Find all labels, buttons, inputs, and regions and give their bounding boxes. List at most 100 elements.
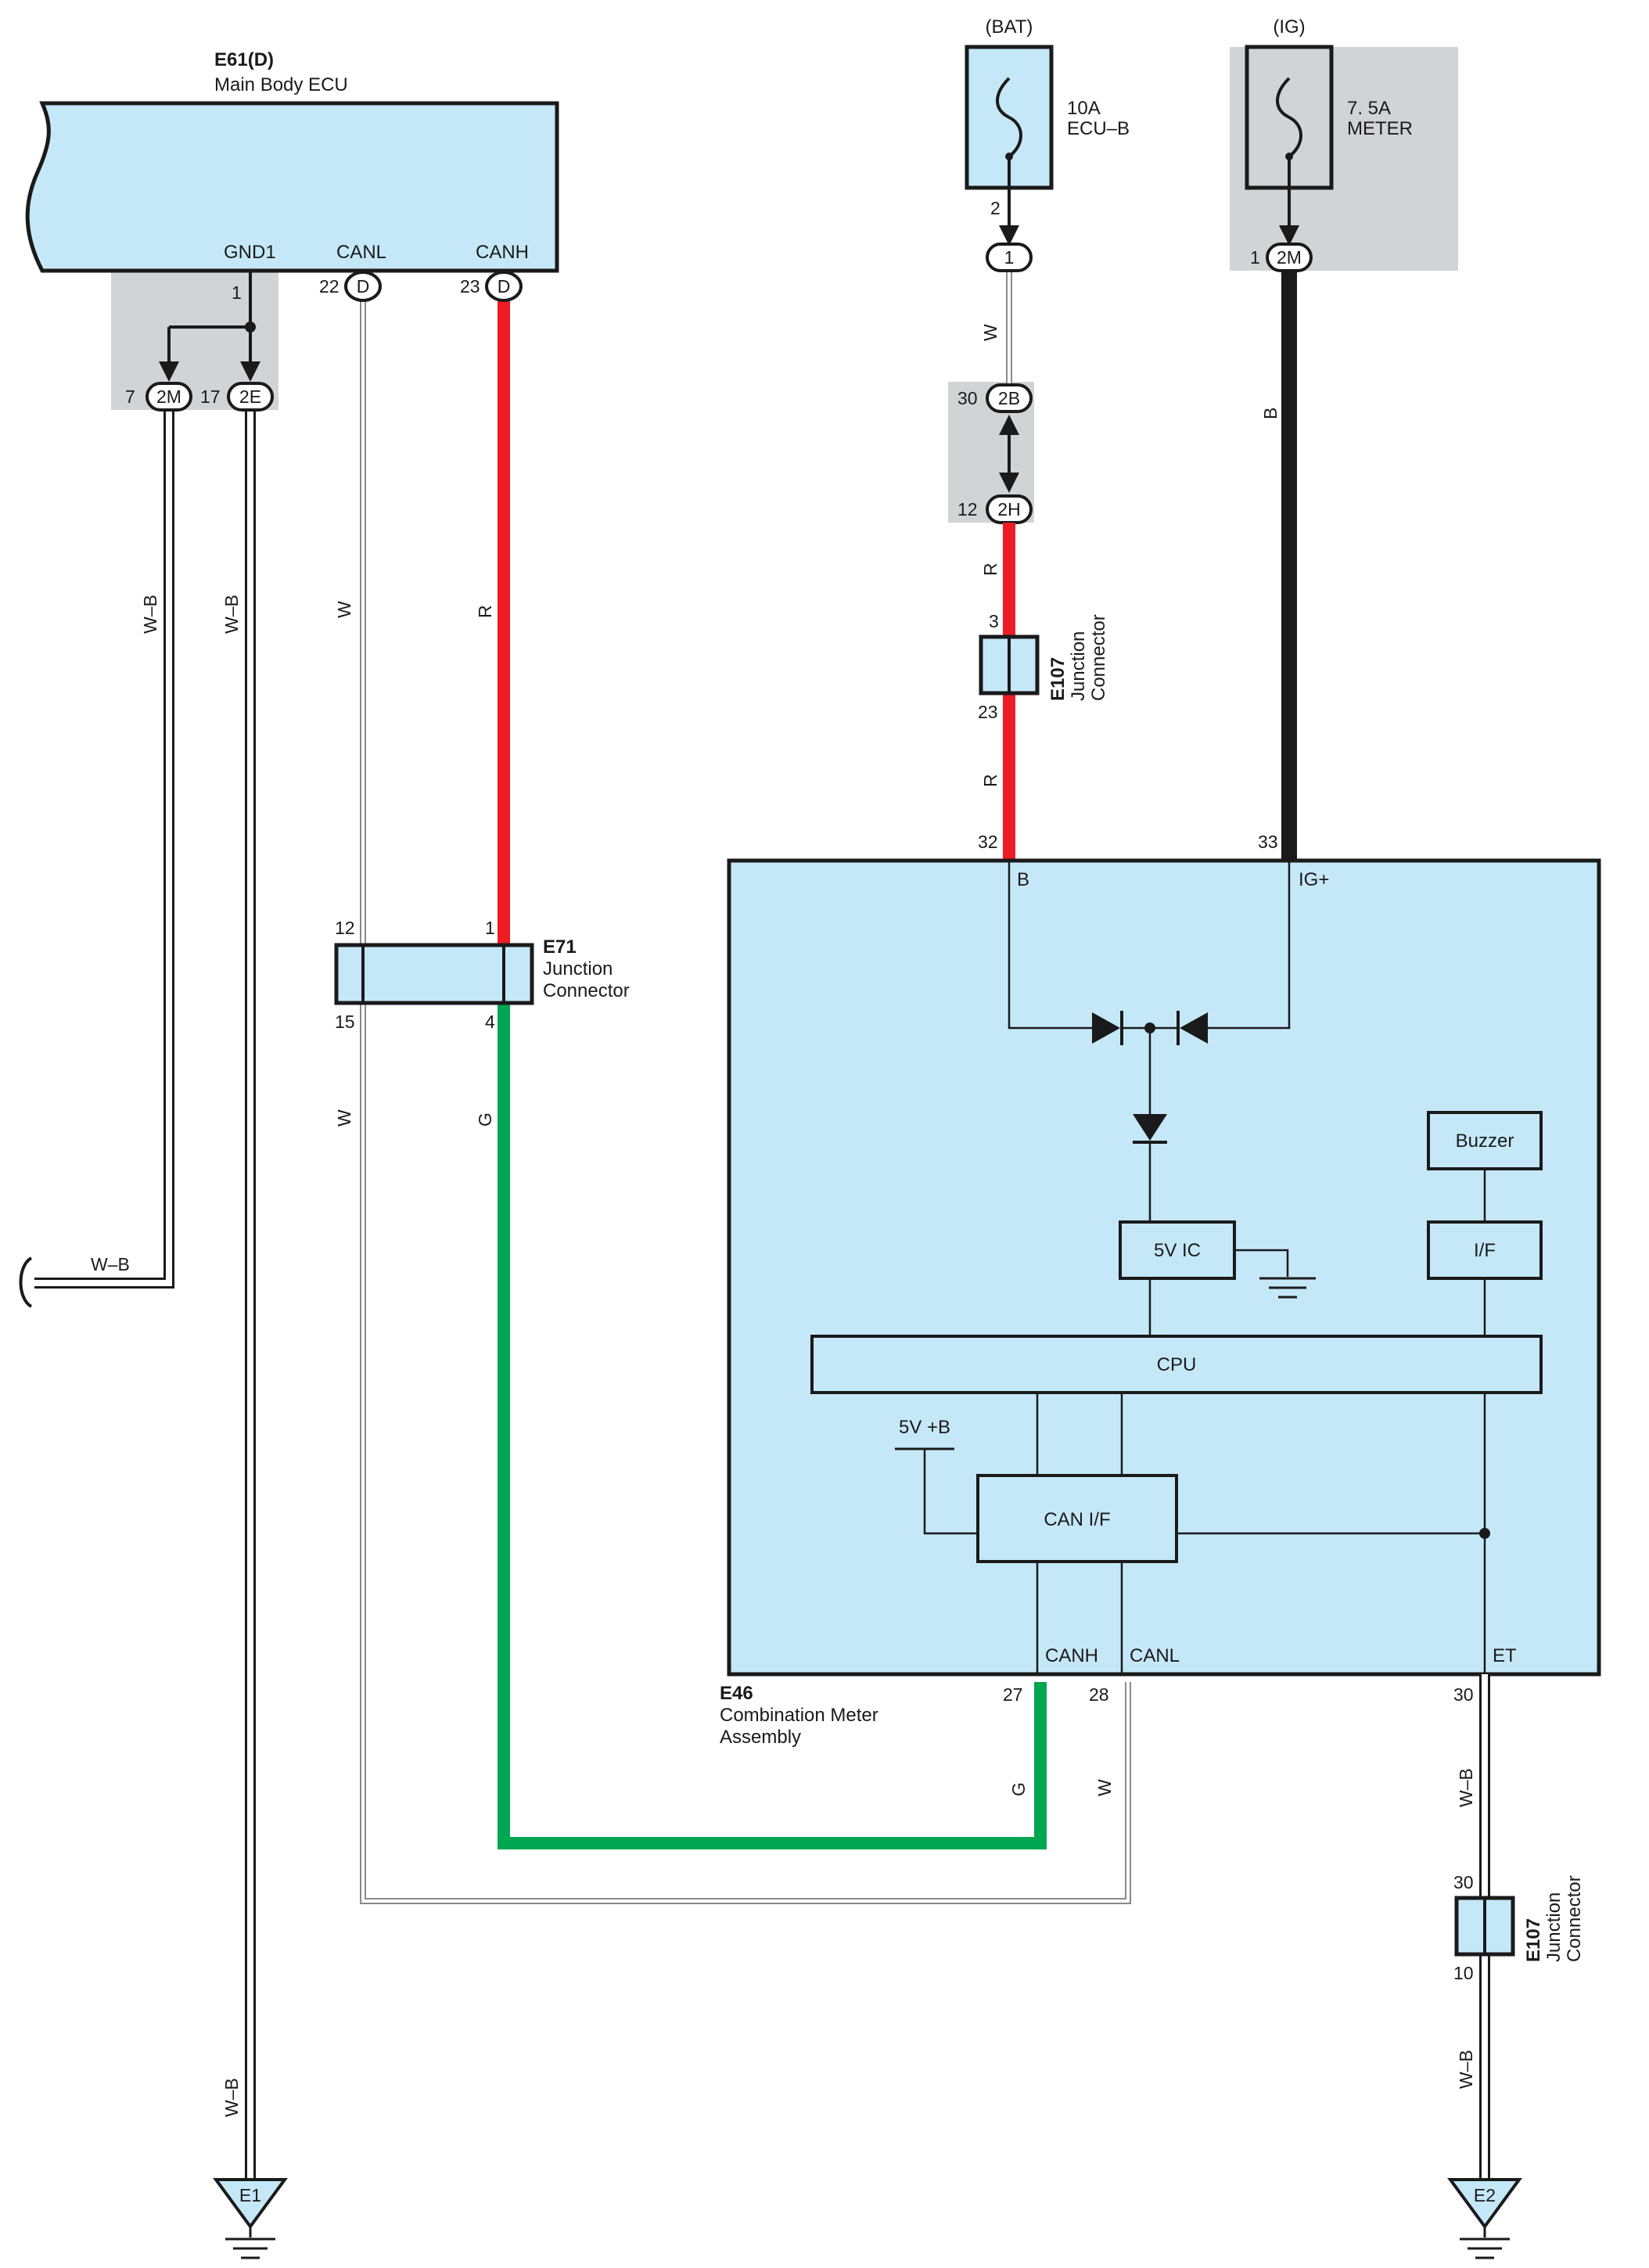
e71-code-label: E71 — [543, 936, 577, 958]
arrow-down-icon — [159, 361, 179, 382]
pin-number-23: 23 — [460, 276, 480, 297]
e46-ig-pin-label: IG+ — [1299, 869, 1329, 890]
pin-number-17: 17 — [200, 386, 221, 407]
wire-color-g: G — [475, 1112, 495, 1127]
internal-b-line — [1008, 861, 1092, 1030]
pin-number-30: 30 — [957, 388, 978, 408]
connector-2m — [146, 382, 192, 412]
fuse-icon — [1276, 77, 1302, 158]
e46-line1-label: Combination Meter — [720, 1705, 878, 1726]
pin-number-22: 22 — [319, 276, 340, 297]
connector-d-pin23 — [485, 271, 523, 302]
connector-2m-label: 2M — [1277, 247, 1302, 268]
block-can-if-label: CAN I/F — [1044, 1509, 1110, 1530]
e61-name-label: Main Body ECU — [214, 74, 348, 95]
block-buzzer-label: Buzzer — [1456, 1130, 1514, 1152]
ground-e1-icon — [213, 2178, 288, 2230]
pin-number-27: 27 — [1003, 1684, 1023, 1705]
e71-junction-connector — [334, 943, 534, 1005]
e46-b-pin-label: B — [1017, 869, 1029, 890]
wire-color-wb: W–B — [140, 595, 160, 634]
pin-number-23: 23 — [978, 702, 998, 722]
wire-canl-white-inner — [361, 294, 1130, 1903]
wire-color-w: W — [1094, 1779, 1115, 1796]
e61-code-label: E61(D) — [214, 49, 274, 70]
e61-main-body-ecu-box — [25, 101, 559, 273]
pin-number-2: 2 — [990, 198, 1001, 218]
wire-color-b: B — [1260, 408, 1281, 419]
wire-color-wb: W–B — [1456, 2050, 1476, 2089]
wire-color-w: W — [334, 601, 354, 618]
internal-ig-line — [1205, 861, 1291, 1030]
source-ig-label: (IG) — [1273, 16, 1305, 38]
e46-canl-pin-label: CANL — [1130, 1645, 1180, 1666]
source-bat-label: (BAT) — [986, 16, 1033, 38]
wire-color-wb: W–B — [221, 595, 242, 634]
e107-code-label: E107 — [1047, 657, 1069, 701]
arrow-down-icon — [240, 361, 260, 382]
connector-2m-label: 2M — [156, 386, 181, 407]
pin-number-28: 28 — [1089, 1684, 1109, 1705]
pin-number-1: 1 — [1250, 247, 1260, 268]
wire-wb-inner — [34, 407, 172, 1286]
e61-canh-pin-label: CANH — [476, 242, 529, 263]
e46-canh-pin-label: CANH — [1045, 1645, 1098, 1666]
e71-line1-label: Junction — [543, 958, 613, 979]
connector-1-label: 1 — [1004, 247, 1015, 268]
block-if — [1427, 1220, 1543, 1280]
connector-2h-label: 2H — [997, 499, 1020, 519]
wire-wb-outer — [34, 407, 174, 1289]
connector-2e-label: 2E — [239, 386, 261, 407]
e46-code-label: E46 — [720, 1683, 753, 1704]
pin-number-12: 12 — [957, 499, 978, 519]
e107-code-label: E107 — [1523, 1918, 1544, 1962]
connector-2m-ig — [1266, 243, 1313, 272]
e107-line2-label: Connector — [1088, 614, 1109, 701]
block-5v-ic-label: 5V IC — [1154, 1240, 1201, 1261]
ground-e1-label: E1 — [239, 2185, 261, 2205]
block-buzzer — [1427, 1111, 1543, 1170]
e107-line1-label: Junction — [1068, 631, 1089, 701]
connector-d-label: D — [498, 276, 511, 297]
connector-d-pin22 — [344, 271, 382, 302]
pin-number-7: 7 — [125, 386, 135, 407]
ic-ground-line — [1234, 1249, 1289, 1277]
connector-1 — [986, 243, 1033, 272]
connector-2e — [227, 382, 274, 412]
e61-gnd1-pin-label: GND1 — [224, 242, 276, 263]
arrow-up-icon — [999, 415, 1019, 435]
wire-color-g: G — [1008, 1782, 1029, 1796]
pin-number-30: 30 — [1453, 1684, 1474, 1705]
pin-number-4: 4 — [485, 1012, 495, 1032]
block-5v-ic — [1119, 1220, 1236, 1280]
e107-line2-label: Connector — [1564, 1875, 1585, 1962]
wire-color-r: R — [475, 605, 495, 618]
e61-canl-pin-label: CANL — [336, 242, 386, 263]
pin-number-1: 1 — [485, 918, 495, 938]
pin-number-12: 12 — [335, 918, 355, 938]
wire-canh-green — [498, 1001, 1047, 1849]
wire-color-w: W — [334, 1109, 354, 1127]
pin-number-15: 15 — [335, 1012, 355, 1032]
connector-2b — [986, 383, 1033, 413]
ground-e2-icon — [1447, 2178, 1522, 2230]
pin-number-3: 3 — [989, 611, 999, 631]
block-cpu — [810, 1335, 1543, 1394]
diode-icon — [1092, 1012, 1120, 1044]
wire-color-wb: W–B — [221, 2078, 242, 2117]
pin-number-10: 10 — [1453, 1963, 1474, 1983]
block-can-if — [976, 1474, 1178, 1563]
wire-color-r: R — [980, 774, 1001, 787]
connector-2b-label: 2B — [998, 388, 1020, 408]
fuse-meter-rating: 7. 5A — [1347, 98, 1391, 119]
arrow-down-icon — [999, 473, 1019, 493]
et-junction-node — [1479, 1528, 1490, 1539]
supply-5vb-label: 5V +B — [899, 1417, 950, 1438]
fuse-icon — [996, 77, 1022, 158]
block-if-label: I/F — [1474, 1240, 1496, 1261]
meter-fuse-shade — [1230, 47, 1458, 271]
arrow-down-icon — [1279, 225, 1299, 246]
e46-line2-label: Assembly — [720, 1727, 801, 1748]
fuse-ecub-name: ECU–B — [1067, 118, 1130, 139]
